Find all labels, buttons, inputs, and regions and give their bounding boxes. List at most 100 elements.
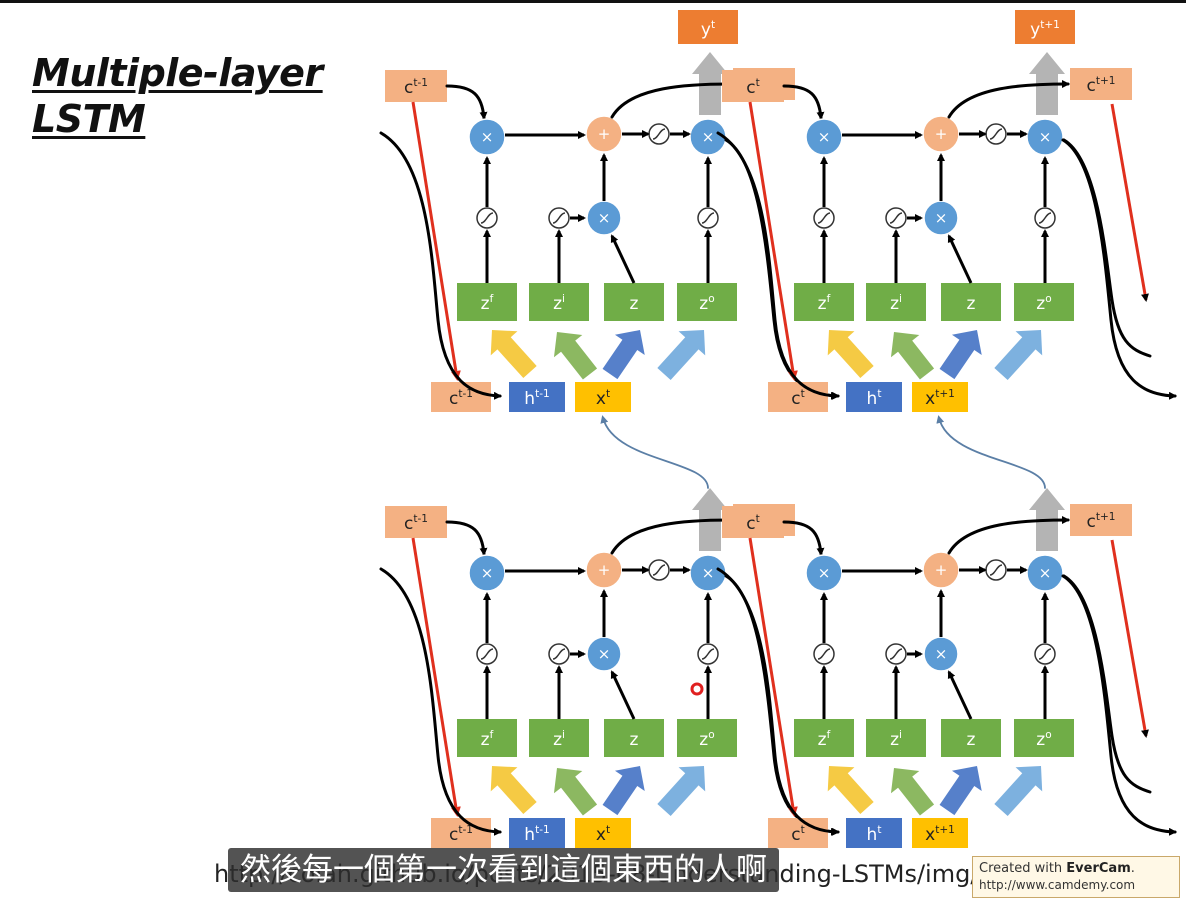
fat-arrow-blue	[602, 766, 645, 816]
gate-box-3	[677, 719, 737, 757]
input-box-0	[431, 382, 491, 412]
gate-box-3	[1014, 719, 1074, 757]
red-cell-arrow	[411, 537, 461, 817]
gate-box-2	[604, 719, 664, 757]
output-multiply-node-symbol: ×	[1039, 128, 1052, 146]
y-output-label: yt+1	[1030, 19, 1060, 40]
h-curve-out	[1061, 574, 1177, 836]
input-box-2	[912, 818, 968, 848]
fat-arrow-green	[553, 768, 598, 816]
gate-box-2	[941, 283, 1001, 321]
layer-link-right	[936, 415, 1046, 489]
gate-box-2	[941, 719, 1001, 757]
forget-multiply-node	[805, 554, 843, 592]
red-cell-arrow	[748, 537, 798, 817]
input-label-0: ct-1	[449, 824, 473, 845]
input-label-0: ct	[791, 824, 805, 845]
red-cell-arrow	[748, 101, 798, 381]
gate-label-3: zo	[1036, 729, 1051, 750]
cell-sigmoid-node-curve	[989, 128, 1003, 140]
gate-label-2: z	[630, 294, 639, 314]
fat-arrow-blue	[939, 330, 982, 380]
gate-box-1	[866, 283, 926, 321]
gate-label-1: zi	[890, 293, 902, 314]
subtitle-text: 然後每一個第一次看到這個東西的人啊	[228, 848, 779, 892]
gate-label-3: zo	[699, 293, 714, 314]
top-border	[0, 0, 1186, 3]
c-in-label: ct-1	[404, 513, 428, 534]
fat-arrow-yellow	[490, 766, 537, 815]
c-in-box	[722, 70, 784, 102]
c-in-box	[385, 70, 447, 102]
gate-label-1: zi	[890, 729, 902, 750]
fat-arrow-blue	[939, 766, 982, 816]
curve-plus-to-cout	[947, 80, 1070, 119]
gate-box-0	[794, 283, 854, 321]
gate-label-3: zo	[1036, 293, 1051, 314]
gate-label-2: z	[967, 730, 976, 750]
forget-multiply-node-symbol: ×	[481, 564, 494, 582]
cell-sigmoid-node-curve	[652, 564, 666, 576]
gate-box-3	[1014, 283, 1074, 321]
gate-box-0	[794, 719, 854, 757]
c-in-curve	[445, 520, 488, 556]
gate-label-3: zo	[699, 729, 714, 750]
fat-arrow-green	[890, 332, 935, 380]
y-output-box	[678, 10, 738, 44]
c-in-curve	[782, 84, 825, 120]
output-sigmoid-curve	[701, 648, 715, 660]
input-label-0: ct	[791, 388, 805, 409]
y-output-box	[1015, 10, 1075, 44]
input-label-2: xt	[596, 824, 610, 845]
title-line-2: LSTM	[32, 97, 146, 141]
input-label-1: ht-1	[524, 824, 549, 845]
c-in-label: ct-1	[404, 77, 428, 98]
gate-box-0	[457, 283, 517, 321]
gate-box-1	[529, 283, 589, 321]
output-sigmoid-curve	[1038, 212, 1052, 224]
input-box-0	[768, 382, 828, 412]
input-box-2	[575, 818, 631, 848]
evercam-watermark[interactable]: Created with EverCam. http://www.camdemy…	[972, 856, 1180, 898]
input-box-2	[575, 382, 631, 412]
input-box-1	[509, 382, 565, 412]
input-box-1	[509, 818, 565, 848]
curve-plus-to-cout	[610, 516, 733, 555]
input-label-0: ct-1	[449, 388, 473, 409]
fat-arrow-yellow	[827, 766, 874, 815]
output-multiply-node-symbol: ×	[702, 128, 715, 146]
c-in-label: ct	[746, 77, 760, 98]
input-sigmoid-curve	[552, 648, 566, 660]
arrow-z-up	[947, 234, 973, 284]
fat-arrow-green	[553, 332, 598, 380]
c-in-curve	[445, 84, 488, 120]
c-in-curve	[782, 520, 825, 556]
forget-multiply-node	[468, 554, 506, 592]
h-curve-in	[379, 131, 502, 400]
output-multiply-node-symbol: ×	[702, 564, 715, 582]
right-edge-0	[1062, 103, 1152, 358]
input-label-2: xt	[596, 388, 610, 409]
fat-arrow-blue	[602, 330, 645, 380]
input-multiply-node-symbol: ×	[598, 645, 611, 663]
cell-sigmoid-node-curve	[989, 564, 1003, 576]
fat-arrow-lightblue	[657, 766, 706, 817]
curve-plus-to-cout	[610, 80, 733, 119]
input-label-1: ht	[867, 824, 882, 845]
c-in-label: ct	[746, 513, 760, 534]
input-label-2: xt+1	[925, 824, 955, 845]
gate-label-0: zf	[481, 293, 494, 314]
gate-box-2	[604, 283, 664, 321]
fat-arrow-lightblue	[994, 330, 1043, 381]
output-multiply-node-symbol: ×	[1039, 564, 1052, 582]
forget-multiply-node	[805, 118, 843, 156]
arrow-z-up	[610, 234, 636, 284]
gate-label-0: zf	[481, 729, 494, 750]
h-curve-out	[1061, 138, 1177, 400]
y-output-label: yt	[701, 19, 715, 40]
forget-multiply-node-symbol: ×	[818, 128, 831, 146]
layer-link-left	[600, 415, 709, 489]
caption-bar: http://colah.github.io/posts/2015-08-Und…	[214, 848, 1079, 894]
